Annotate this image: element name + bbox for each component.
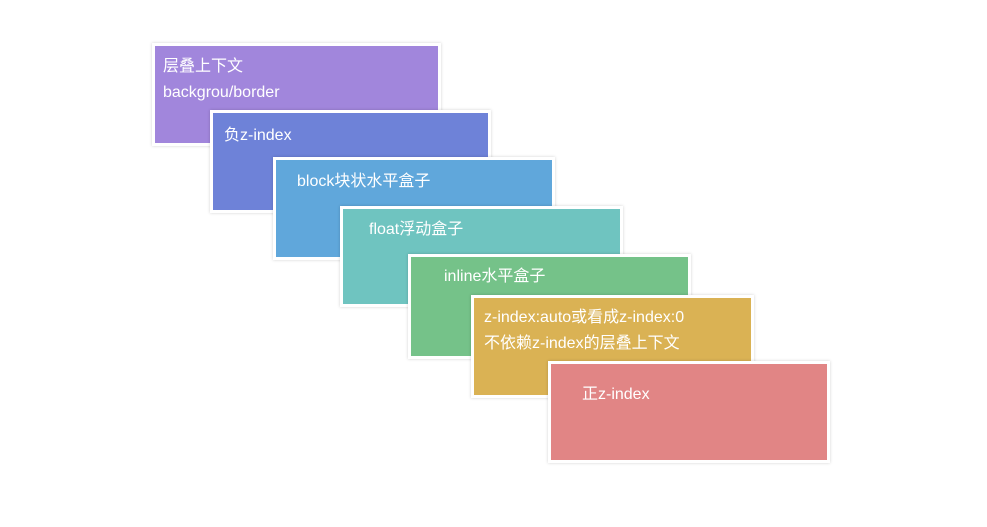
layer-label: inline水平盒子 bbox=[444, 268, 546, 285]
layer-label: 层叠上下文 bbox=[163, 58, 244, 75]
layer-label: z-index:auto或看成z-index:0 bbox=[484, 309, 685, 326]
layer-label: float浮动盒子 bbox=[369, 221, 464, 238]
layer-label: 正z-index bbox=[582, 386, 650, 403]
layer-box-positive-z-index: 正z-index bbox=[548, 361, 830, 463]
layer-label: backgrou/border bbox=[163, 84, 280, 101]
layer-label: 不依赖z-index的层叠上下文 bbox=[484, 335, 680, 352]
layer-label: 负z-index bbox=[224, 127, 292, 144]
layer-label: block块状水平盒子 bbox=[297, 173, 431, 190]
